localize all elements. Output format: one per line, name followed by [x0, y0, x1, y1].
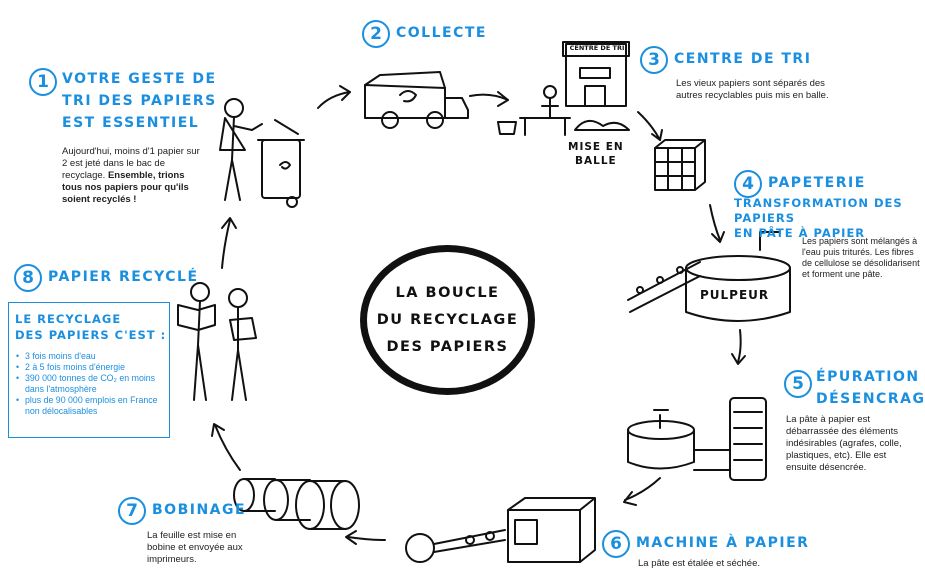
benefit-item: 390 000 tonnes de CO₂ en moins dans l'at…	[16, 373, 165, 395]
mise-en-balle-line1: MISE EN	[568, 141, 624, 153]
step-6-number: 6	[602, 530, 630, 558]
step-5-title-line1: ÉPURATION -	[816, 369, 925, 385]
step-3-title: CENTRE DE TRI	[674, 51, 812, 67]
readers-illustration	[177, 282, 257, 401]
benefit-item: 2 à 5 fois moins d'énergie	[16, 362, 165, 373]
step-7-description: La feuille est mise en bobine et envoyée…	[147, 530, 243, 565]
benefits-title-line2: DES PAPIERS C'EST :	[15, 328, 167, 342]
step-6-title: MACHINE À PAPIER	[636, 535, 810, 551]
step-8-number: 8	[14, 264, 42, 292]
step-5-description: La pâte à papier est débarrassée des élé…	[786, 414, 902, 473]
step-2-title: COLLECTE	[396, 25, 487, 41]
center-title-circle: LA BOUCLE DU RECYCLAGE DES PAPIERS	[360, 245, 535, 395]
step-1-title-line3: EST ESSENTIEL	[62, 115, 200, 131]
step-1-title-line1: VOTRE GESTE DE	[62, 71, 217, 87]
arrow-8-to-1	[221, 217, 237, 269]
sorting-center-illustration	[497, 41, 630, 136]
benefit-item: 3 fois moins d'eau	[16, 351, 165, 362]
center-title-line3: DES PAPIERS	[386, 338, 509, 355]
step-7-number: 7	[118, 497, 146, 525]
sorting-center-sign: CENTRE DE TRI	[569, 44, 625, 52]
arrow-pulpeur-to-5	[731, 329, 746, 365]
step-1-title-line2: TRI DES PAPIERS	[62, 93, 217, 109]
paper-bales-illustration	[654, 139, 706, 191]
arrow-3-to-balle	[637, 111, 663, 141]
step-4-subtitle-line1: TRANSFORMATION DES PAPIERS	[734, 196, 903, 225]
step-1-desc-bold: Ensemble, trions tous nos papiers pour q…	[62, 170, 189, 205]
mise-en-balle-line2: BALLE	[575, 155, 617, 167]
center-title-line1: LA BOUCLE	[395, 284, 500, 301]
benefits-title: LE RECYCLAGE DES PAPIERS C'EST :	[15, 311, 166, 343]
person-sorting-illustration	[219, 98, 305, 208]
step-7-title: BOBINAGE	[152, 502, 247, 518]
benefits-title-line1: LE RECYCLAGE	[15, 312, 122, 326]
step-2-number: 2	[362, 20, 390, 48]
pulper-illustration	[627, 231, 791, 322]
step-3-number: 3	[640, 46, 668, 74]
paper-rolls-illustration	[233, 478, 360, 530]
step-4-title: PAPETERIE	[768, 175, 866, 191]
step-6-description: La pâte est étalée et séchée.	[638, 558, 761, 569]
step-5-number: 5	[784, 370, 812, 398]
center-title-line2: DU RECYCLAGE	[376, 311, 519, 328]
arrow-1-to-2	[317, 85, 351, 109]
garbage-truck-illustration	[364, 71, 469, 129]
arrow-2-to-3	[469, 91, 509, 107]
arrow-5-to-6	[623, 477, 661, 506]
recycling-benefits-box: LE RECYCLAGE DES PAPIERS C'EST : 3 fois …	[8, 302, 170, 438]
step-1-number: 1	[29, 68, 57, 96]
step-1-title: VOTRE GESTE DE TRI DES PAPIERS EST ESSEN…	[62, 68, 217, 134]
step-1-description: Aujourd'hui, moins d'1 papier sur 2 est …	[62, 146, 202, 206]
arrow-7-to-8	[211, 423, 241, 471]
step-3-description: Les vieux papiers sont séparés des autre…	[676, 78, 829, 101]
step-4-subtitle-line2: EN PÂTE À PAPIER	[734, 226, 866, 240]
step-5-title-line2: DÉSENCRAGE	[816, 391, 925, 407]
mise-en-balle-label: MISE EN BALLE	[568, 140, 624, 168]
step-4-number: 4	[734, 170, 762, 198]
arrow-4-to-pulpeur	[709, 204, 725, 243]
cleaning-tank-illustration	[627, 397, 767, 481]
benefit-item: plus de 90 000 emplois en France non dél…	[16, 395, 165, 417]
step-5-title: ÉPURATION - DÉSENCRAGE	[816, 366, 925, 410]
benefits-list: 3 fois moins d'eau 2 à 5 fois moins d'én…	[15, 351, 165, 417]
step-8-title: PAPIER RECYCLÉ	[48, 269, 199, 285]
paper-machine-illustration	[405, 497, 596, 563]
step-4-subtitle: TRANSFORMATION DES PAPIERS EN PÂTE À PAP…	[734, 196, 925, 241]
step-1-desc-plain: Aujourd'hui, moins d'1 papier sur 2 est …	[62, 146, 200, 181]
step-4-description: Les papiers sont mélangés à l'eau puis t…	[802, 236, 920, 279]
pulpeur-label: PULPEUR	[700, 288, 770, 302]
arrow-6-to-7	[345, 530, 386, 545]
